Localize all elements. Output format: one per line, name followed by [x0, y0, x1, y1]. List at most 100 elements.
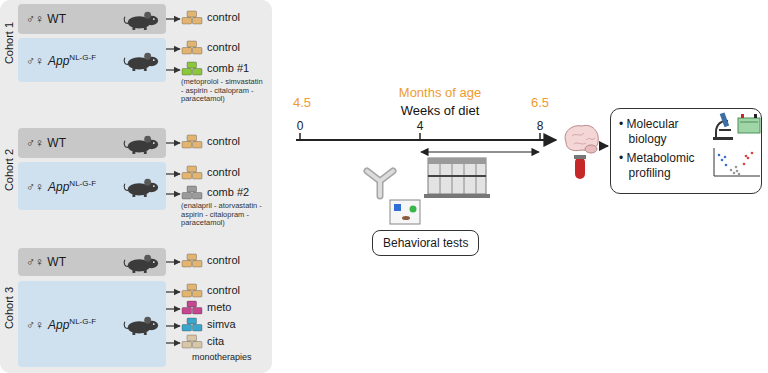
volcano-plot-icon	[733, 172, 736, 175]
flow-arrow	[600, 145, 608, 147]
age-value: 6.5	[531, 96, 549, 110]
genotype-label: ♂♀AppNL-G-F	[26, 53, 96, 68]
test-period-arrow	[421, 151, 539, 152]
group-arrow	[166, 18, 180, 19]
genotype-label: ♂♀ AppNL-G-F	[26, 317, 96, 332]
volcano-plot-icon	[751, 152, 754, 155]
volcano-plot-icon	[745, 155, 748, 158]
rotarod-icon	[428, 175, 486, 177]
volcano-plot-icon	[714, 148, 715, 176]
bullet-item: • Molecular biology	[619, 117, 719, 147]
mouse-icon	[122, 49, 160, 72]
timeline-axis	[419, 133, 421, 140]
group-arrow	[166, 308, 180, 309]
group-arrow	[166, 193, 180, 194]
tick-label: 8	[537, 120, 544, 133]
chow-icon	[181, 40, 203, 55]
diet-group: control	[181, 10, 240, 25]
brain-icon	[572, 133, 595, 144]
rotarod-icon	[464, 164, 465, 194]
genotype-band: ♂♀ WT	[18, 248, 166, 276]
chow-icon	[181, 185, 203, 200]
diet-group: cita	[181, 334, 224, 349]
chow-icon	[181, 61, 203, 76]
mouse-icon	[124, 316, 158, 334]
y-maze-icon	[380, 171, 393, 181]
box-label: Behavioral tests	[383, 236, 468, 250]
gel-apparatus-icon	[740, 122, 758, 123]
genotype-text: ♂♀ WT	[26, 12, 66, 26]
axis-title: Weeks of diet	[401, 104, 480, 118]
cohort-label: Cohort 1	[3, 22, 15, 64]
group-arrow	[166, 291, 180, 292]
timeline-axis	[296, 133, 556, 140]
allele-superscript: NL-G-F	[69, 317, 96, 326]
diet-group: control	[181, 253, 240, 268]
y-maze-icon	[380, 171, 393, 181]
mouse-icon	[122, 251, 160, 274]
chow-icon	[181, 334, 203, 349]
rotarod-icon	[440, 164, 441, 194]
timeline-axis	[296, 139, 556, 141]
chow-icon	[181, 300, 203, 315]
drug-list: (enalapril - atorvastatin - aspirin - ci…	[181, 202, 267, 228]
y-maze-icon	[367, 171, 380, 181]
genotype-band: ♂♀ WT	[18, 128, 166, 158]
gel-apparatus-icon	[738, 118, 760, 133]
volcano-plot-icon	[743, 163, 746, 166]
mouse-icon	[124, 52, 158, 70]
diet-group: control	[181, 40, 240, 55]
diet-group: control	[181, 134, 240, 149]
open-field-icon	[410, 206, 417, 213]
mouse-icon	[124, 178, 158, 196]
mouse-icon	[122, 8, 160, 31]
diet-label: control	[207, 11, 240, 24]
genotype-band: ♂♀AppNL-G-F	[18, 162, 166, 210]
genotype-band: ♂♀ WT	[18, 4, 166, 34]
blood-tube-icon	[574, 155, 586, 179]
diet-label: control	[207, 41, 240, 54]
microscope-icon	[713, 137, 733, 140]
gel-apparatus-icon	[754, 114, 757, 118]
genotype-text: App	[48, 318, 69, 332]
mouse-icon	[124, 135, 158, 153]
microscope-icon	[720, 112, 729, 127]
rotarod-icon	[424, 158, 490, 198]
mouse-icon	[124, 254, 158, 272]
diet-group: control	[181, 283, 240, 298]
tick-label: 4	[417, 120, 424, 133]
diet-label: control	[207, 135, 240, 148]
open-field-icon	[390, 200, 420, 224]
rotarod-icon	[428, 158, 486, 194]
allele-superscript: NL-G-F	[69, 179, 96, 188]
volcano-plot-icon	[736, 170, 739, 173]
diet-group: comb #1(metoprolol - simvastatin - aspir…	[181, 61, 267, 104]
genotype-band: ♂♀AppNL-G-F	[18, 38, 166, 82]
chow-icon	[181, 165, 203, 180]
mouse-icon	[122, 175, 160, 198]
cohort-label: Cohort 3	[3, 287, 15, 329]
group-note: monotherapies	[192, 353, 252, 363]
group-arrow	[166, 142, 180, 143]
output-box: • Molecular biology• Metabolomic profili…	[610, 108, 762, 194]
chow-icon	[182, 284, 202, 297]
cohort-panel	[0, 0, 272, 373]
chow-icon	[182, 166, 202, 179]
brain-icon	[585, 145, 597, 153]
y-maze-icon	[367, 171, 380, 181]
genotype-text: ♂♀	[26, 318, 44, 332]
drug-list: (metoprolol - simvastatin - aspirin - ci…	[181, 78, 267, 104]
microscope-icon	[719, 129, 731, 131]
chow-icon	[182, 254, 202, 267]
y-maze-icon	[378, 181, 382, 196]
chow-icon	[182, 41, 202, 54]
timeline-axis	[539, 133, 541, 140]
genotype-text: App	[48, 180, 69, 194]
mouse-icon	[122, 313, 160, 336]
genotype-text: ♂♀ WT	[26, 255, 66, 269]
chow-icon	[181, 10, 203, 25]
chow-icon	[182, 11, 202, 24]
flow-arrow	[600, 146, 608, 147]
chow-icon	[182, 135, 202, 148]
mouse-icon	[124, 11, 158, 29]
